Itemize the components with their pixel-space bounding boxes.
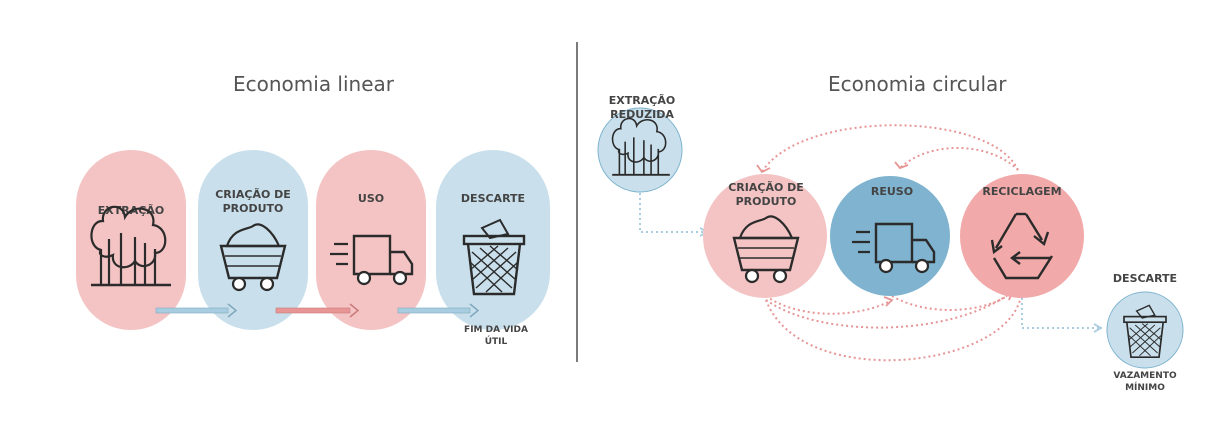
flow-reuse-to-recycling [891, 291, 1013, 311]
linear-arrow-3 [397, 303, 480, 318]
circular-recycling-label: RECICLAGEM [982, 185, 1061, 198]
linear-creation-label-2: PRODUTO [223, 202, 284, 215]
end-of-life-note-2: ÚTIL [485, 335, 508, 347]
linear-creation-pill [198, 150, 308, 330]
section-divider [576, 42, 578, 362]
circular-extraction-label-2: REDUZIDA [610, 108, 674, 121]
linear-arrow-2 [275, 303, 360, 318]
circular-reuse-label: REUSO [871, 185, 913, 198]
circular-discard-circle [1106, 291, 1184, 369]
circular-creation-label-2: PRODUTO [736, 195, 797, 208]
flow-recycling-to-creation [761, 124, 1019, 173]
linear-use-pill [316, 150, 426, 330]
circular-creation-label-1: CRIAÇÃO DE [728, 181, 804, 194]
circular-leak-label-1: VAZAMENTO [1113, 371, 1177, 381]
circular-flows [639, 124, 1100, 362]
linear-discard-pill [436, 150, 550, 330]
linear-title: Economia linear [233, 72, 395, 96]
linear-use-label: USO [358, 192, 384, 205]
circular-discard-label: DESCARTE [1113, 272, 1177, 285]
flow-recycling-to-discard [1021, 298, 1100, 329]
recycle-icon [990, 212, 1054, 280]
flow-outer-loop [765, 299, 1021, 362]
linear-creation-label-1: CRIAÇÃO DE [215, 188, 291, 201]
circular-leak-label-2: MÍNIMO [1125, 381, 1165, 393]
circular-recycling-circle [960, 174, 1084, 298]
circular-extraction-label-1: EXTRAÇÃO [609, 94, 675, 107]
circular-creation-circle [703, 174, 827, 298]
linear-arrow-1 [155, 303, 238, 318]
linear-discard-label: DESCARTE [461, 192, 525, 205]
circular-title: Economia circular [828, 72, 1007, 96]
flow-creation-to-recycling-low [765, 291, 1013, 329]
end-of-life-note-1: FIM DA VIDA [464, 325, 528, 335]
